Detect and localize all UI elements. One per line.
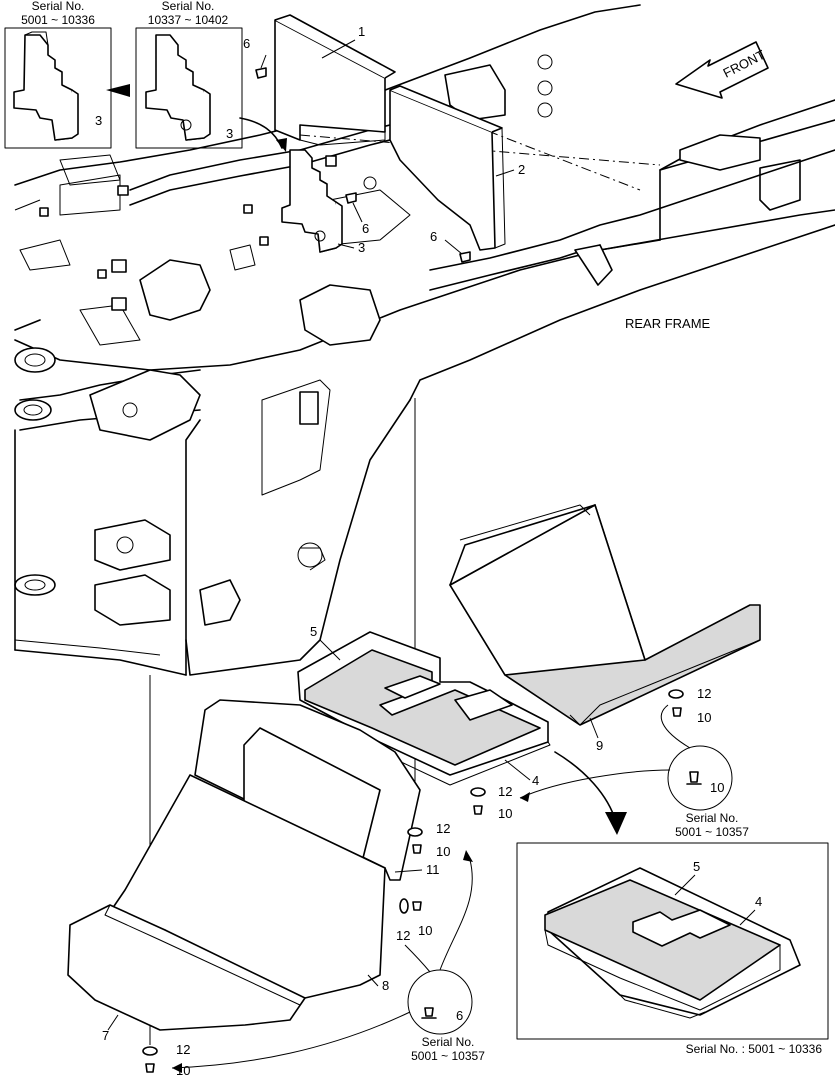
callout-10-part11: 10 xyxy=(436,844,450,859)
rear-frame xyxy=(14,4,835,676)
washer-12-part8 xyxy=(399,898,409,914)
callout-4-inset: 4 xyxy=(755,894,762,909)
inset-serial-label: Serial No. : 5001 ~ 10336 xyxy=(686,1042,823,1056)
serial-left-line1: Serial No. xyxy=(32,0,85,13)
callout-10-detail-right: 10 xyxy=(710,780,724,795)
callout-2: 2 xyxy=(518,162,525,177)
bolt-6-right xyxy=(459,251,471,263)
callout-12-part11: 12 xyxy=(436,821,450,836)
detail-circle-left: 6 Serial No. 5001 ~ 10357 xyxy=(171,850,485,1073)
washer-12-part4 xyxy=(470,787,486,797)
front-arrow: FRONT xyxy=(675,41,769,99)
bolt-6-mid xyxy=(345,192,357,204)
callout-5: 5 xyxy=(310,624,317,639)
callout-12-part7: 12 xyxy=(176,1042,190,1057)
washer-12-part9 xyxy=(668,689,684,699)
callout-6-mid: 6 xyxy=(362,221,369,236)
callout-6-right: 6 xyxy=(430,229,437,244)
serial-left-line2: 5001 ~ 10336 xyxy=(21,13,95,27)
serial-right-line1: Serial No. xyxy=(162,0,215,13)
bolt-10-part7 xyxy=(145,1063,155,1073)
callout-9: 9 xyxy=(596,738,603,753)
callout-3-top-left: 3 xyxy=(95,113,102,128)
washer-12-part7 xyxy=(142,1046,158,1056)
part-2-panel xyxy=(389,85,506,251)
callout-3-top-right: 3 xyxy=(226,126,233,141)
arrow-serial-change xyxy=(106,84,130,97)
part-9-cover xyxy=(449,504,761,726)
callout-8: 8 xyxy=(382,978,389,993)
serial-bolt-right-line2: 5001 ~ 10357 xyxy=(675,825,749,839)
part-7-cover xyxy=(67,904,306,1031)
serial-bolt-left-line2: 5001 ~ 10357 xyxy=(411,1049,485,1063)
callout-10-part9: 10 xyxy=(697,710,711,725)
callout-7: 7 xyxy=(102,1028,109,1043)
curved-arrow-to-inset xyxy=(554,751,617,823)
bolt-10-part9 xyxy=(672,707,682,717)
callout-6-top: 6 xyxy=(243,36,250,51)
bolt-10-part11 xyxy=(412,844,422,854)
callout-11: 11 xyxy=(426,862,440,877)
callout-10-part8: 10 xyxy=(418,923,432,938)
serial-box-left: Serial No. 5001 ~ 10336 xyxy=(4,0,112,149)
bolt-6-top xyxy=(255,54,267,79)
serial-right-line2: 10337 ~ 10402 xyxy=(148,13,229,27)
callout-12-part9: 12 xyxy=(697,686,711,701)
washer-12-part11 xyxy=(407,827,423,837)
callout-1: 1 xyxy=(358,24,365,39)
callout-5-inset: 5 xyxy=(693,859,700,874)
callout-12-part8: 12 xyxy=(396,928,410,943)
callout-6-detail-left: 6 xyxy=(456,1008,463,1023)
detail-circle-right: 10 Serial No. 5001 ~ 10357 xyxy=(519,704,749,839)
part-1-panel xyxy=(274,14,396,146)
callout-10-part4: 10 xyxy=(498,806,512,821)
serial-bolt-right-line1: Serial No. xyxy=(686,811,739,825)
serial-box-right: Serial No. 10337 ~ 10402 xyxy=(135,0,243,149)
bolt-10-part8 xyxy=(412,901,422,911)
serial-bolt-left-line1: Serial No. xyxy=(422,1035,475,1049)
callout-4: 4 xyxy=(532,773,539,788)
inset-box: 5 4 xyxy=(516,842,829,1040)
callout-12-part4: 12 xyxy=(498,784,512,799)
part-3-bracket xyxy=(281,149,343,253)
bolt-10-part4 xyxy=(473,805,483,815)
callout-3-frame: 3 xyxy=(358,240,365,255)
rear-frame-label: REAR FRAME xyxy=(625,316,711,331)
